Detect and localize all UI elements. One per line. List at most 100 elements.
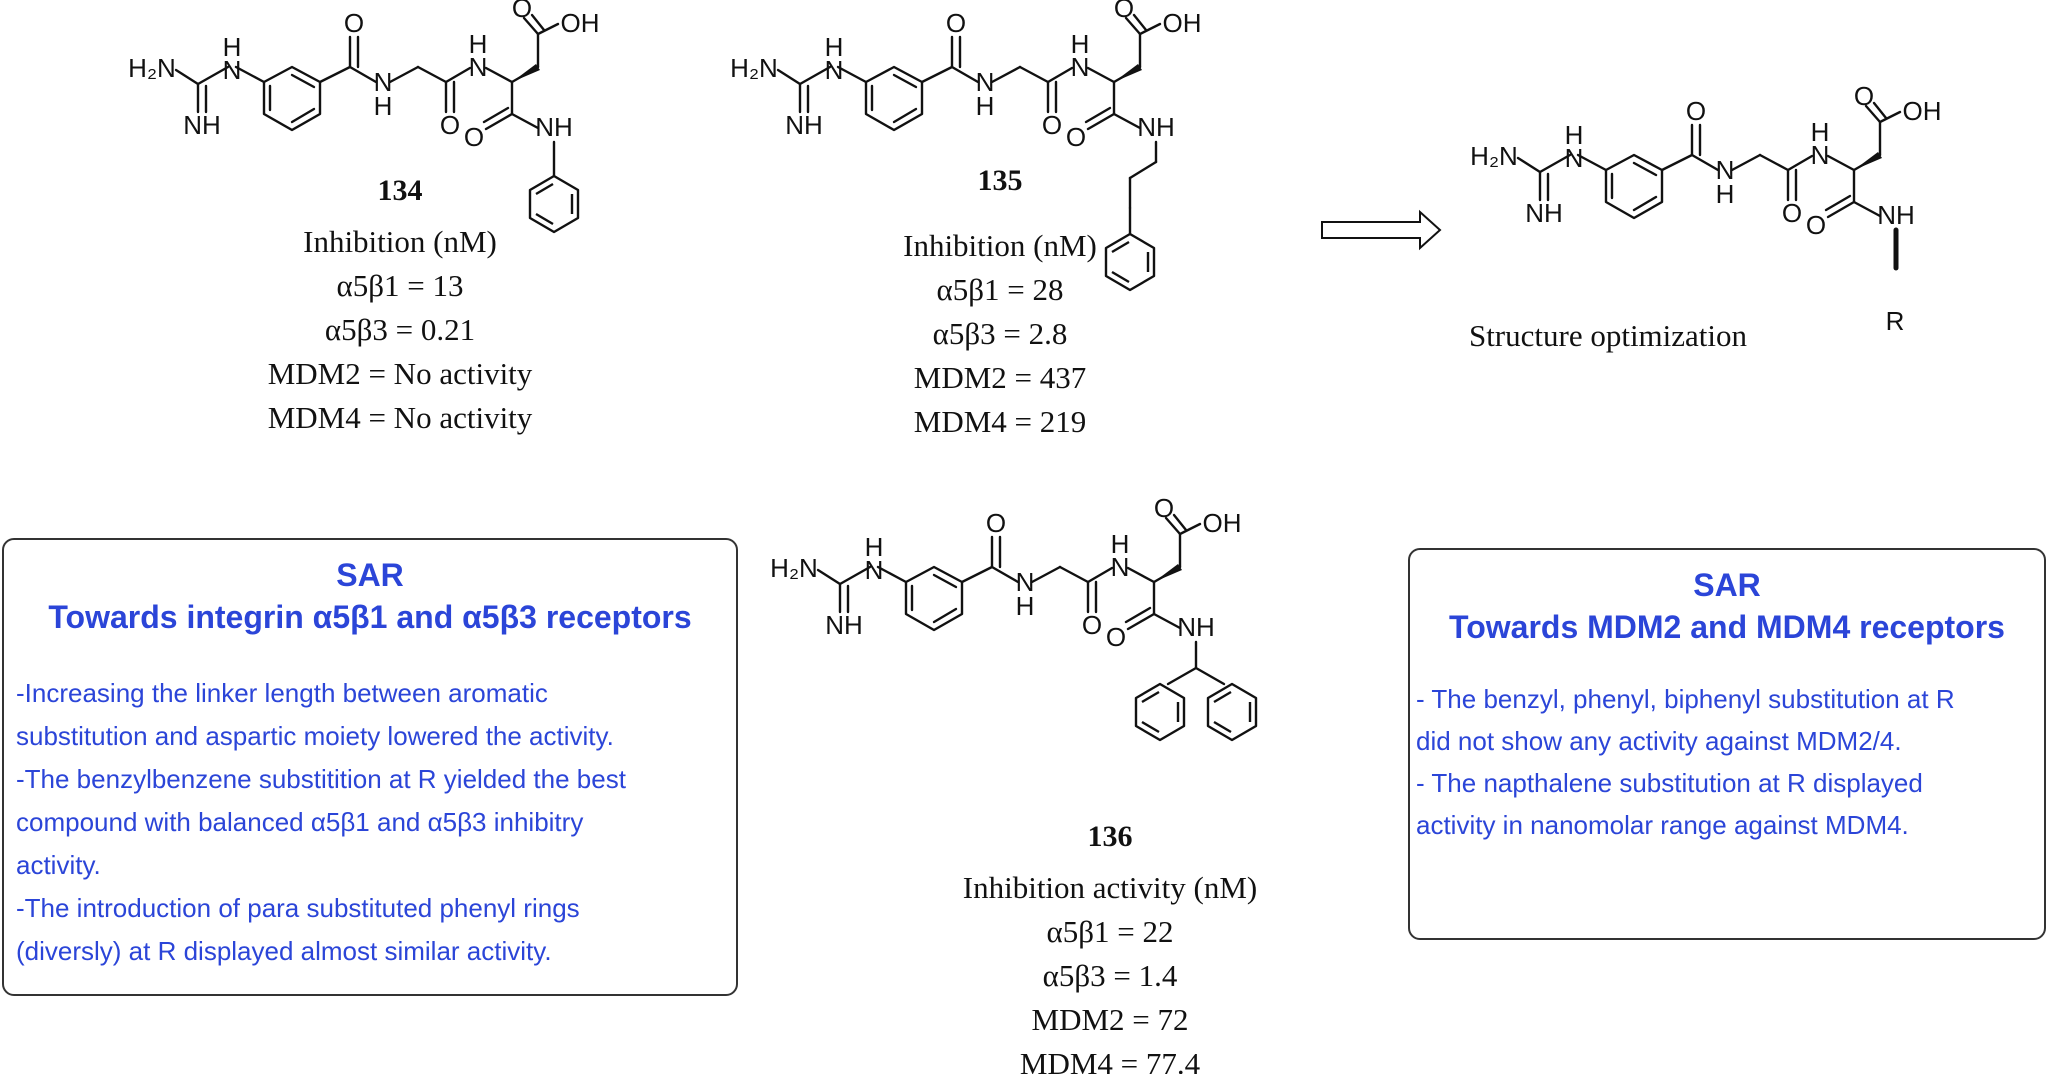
wedge-bond	[1154, 564, 1182, 582]
atom-n: N	[1716, 155, 1735, 185]
atom-n: N	[1016, 567, 1035, 597]
sar-integrin-line: -The benzylbenzene substitition at R yie…	[16, 764, 626, 794]
activity-value-136: MDM4 = 77.4	[1020, 1046, 1201, 1074]
activity-value-135: α5β1 = 28	[937, 272, 1064, 307]
activity-value-135: α5β3 = 2.8	[933, 316, 1068, 351]
phenyl-ring	[1206, 682, 1258, 742]
sar-integrin-line: (diversly) at R displayed almost similar…	[16, 936, 552, 966]
atom-h: H	[374, 91, 393, 121]
sar-mdm-title: SAR Towards MDM2 and MDM4 receptors	[1410, 564, 2044, 648]
atom-o: O	[986, 508, 1006, 538]
sar-integrin-line: activity.	[16, 850, 101, 880]
compound-id-134: 134	[378, 174, 423, 207]
sar-integrin-line: -The introduction of para substituted ph…	[16, 893, 580, 923]
sar-integrin-line: substitution and aspartic moiety lowered…	[16, 721, 614, 751]
activity-value-134: MDM4 = No activity	[268, 400, 533, 435]
atom-h: H	[223, 32, 242, 62]
atom-h: H	[1811, 117, 1830, 147]
sar-mdm-title-line1: SAR	[1693, 567, 1761, 603]
phenyl-ring	[528, 174, 580, 234]
atom-n: N	[223, 55, 242, 85]
atom-amine: H₂N	[730, 53, 778, 83]
sar-mdm-box: SAR Towards MDM2 and MDM4 receptors - Th…	[1408, 548, 2046, 940]
activity-value-134: α5β3 = 0.21	[325, 312, 475, 347]
atom-amide-nh: NH	[535, 112, 573, 142]
wedge-bond	[1114, 64, 1142, 82]
atom-oh: OH	[1163, 8, 1202, 38]
activity-value-134: α5β1 = 13	[337, 268, 464, 303]
sar-mdm-line: activity in nanomolar range against MDM4…	[1416, 810, 1909, 840]
phenyl-ring	[1104, 232, 1156, 292]
atom-h: H	[865, 532, 884, 562]
atom-n: N	[1565, 143, 1584, 173]
sar-integrin-title-line1: SAR	[336, 557, 404, 593]
atom-o: O	[946, 8, 966, 38]
sar-integrin-line: -Increasing the linker length between ar…	[16, 678, 548, 708]
atom-o: O	[440, 110, 460, 140]
bond-line	[1128, 160, 1158, 180]
activity-value-136: α5β1 = 22	[1047, 914, 1174, 949]
atom-o: O	[1686, 96, 1706, 126]
activity-heading-136: Inhibition activity (nM)	[963, 870, 1257, 905]
sar-integrin-title-line2: Towards integrin α5β1 and α5β3 receptors	[48, 599, 692, 635]
sar-mdm-line: - The napthalene substitution at R displ…	[1416, 768, 1923, 798]
wedge-bond	[1854, 152, 1882, 170]
activity-value-135: MDM4 = 219	[914, 404, 1087, 439]
atom-h: H	[976, 91, 995, 121]
atom-h: H	[1071, 29, 1090, 59]
atom-amine: H₂N	[128, 53, 176, 83]
compound-id-136: 136	[1088, 820, 1133, 853]
wedge-bond	[512, 64, 540, 82]
atom-amide-nh: NH	[1177, 612, 1215, 642]
sar-integrin-line: compound with balanced α5β1 and α5β3 inh…	[16, 807, 584, 837]
atom-o: O	[512, 0, 532, 23]
sar-integrin-body: -Increasing the linker length between ar…	[16, 672, 736, 973]
structure-optimization-caption: Structure optimization	[1469, 318, 1748, 353]
atom-n: N	[1811, 140, 1830, 170]
atom-h: H	[469, 29, 488, 59]
sar-mdm-title-line2: Towards MDM2 and MDM4 receptors	[1449, 609, 2005, 645]
atom-o: O	[1854, 81, 1874, 111]
sar-mdm-body: - The benzyl, phenyl, biphenyl substitut…	[1416, 678, 2044, 846]
atom-h: H	[1565, 120, 1584, 150]
atom-amine: H₂N	[770, 553, 818, 583]
atom-amine: H₂N	[1470, 141, 1518, 171]
atom-n: N	[1071, 52, 1090, 82]
atom-imine-nh: NH	[825, 610, 863, 640]
atom-o: O	[1114, 0, 1134, 23]
atom-imine-nh: NH	[183, 110, 221, 140]
activity-heading-135: Inhibition (nM)	[903, 228, 1097, 263]
atom-o: O	[1154, 493, 1174, 523]
atom-h: H	[1716, 179, 1735, 209]
atom-n: N	[976, 67, 995, 97]
activity-value-135: MDM2 = 437	[914, 360, 1087, 395]
atom-oh: OH	[561, 8, 600, 38]
atom-o: O	[1106, 622, 1126, 652]
bond-line	[1166, 666, 1198, 686]
atom-o: O	[1782, 198, 1802, 228]
activity-value-136: α5β3 = 1.4	[1043, 958, 1178, 993]
sar-integrin-title: SAR Towards integrin α5β1 and α5β3 recep…	[4, 554, 736, 638]
atom-h: H	[1016, 591, 1035, 621]
r-group-label: R	[1886, 306, 1905, 336]
atom-n: N	[825, 55, 844, 85]
sar-mdm-line: - The benzyl, phenyl, biphenyl substitut…	[1416, 684, 1955, 714]
atom-amide-nh: NH	[1877, 200, 1915, 230]
activity-heading-134: Inhibition (nM)	[303, 224, 497, 259]
atom-o: O	[344, 8, 364, 38]
activity-value-134: MDM2 = No activity	[268, 356, 533, 391]
atom-o: O	[1066, 122, 1086, 152]
atom-n: N	[374, 67, 393, 97]
atom-o: O	[464, 122, 484, 152]
sar-mdm-line: did not show any activity against MDM2/4…	[1416, 726, 1902, 756]
atom-oh: OH	[1903, 96, 1942, 126]
atom-h: H	[825, 32, 844, 62]
activity-value-136: MDM2 = 72	[1032, 1002, 1189, 1037]
optimization-arrow-icon	[1321, 209, 1442, 251]
sar-integrin-box: SAR Towards integrin α5β1 and α5β3 recep…	[2, 538, 738, 996]
